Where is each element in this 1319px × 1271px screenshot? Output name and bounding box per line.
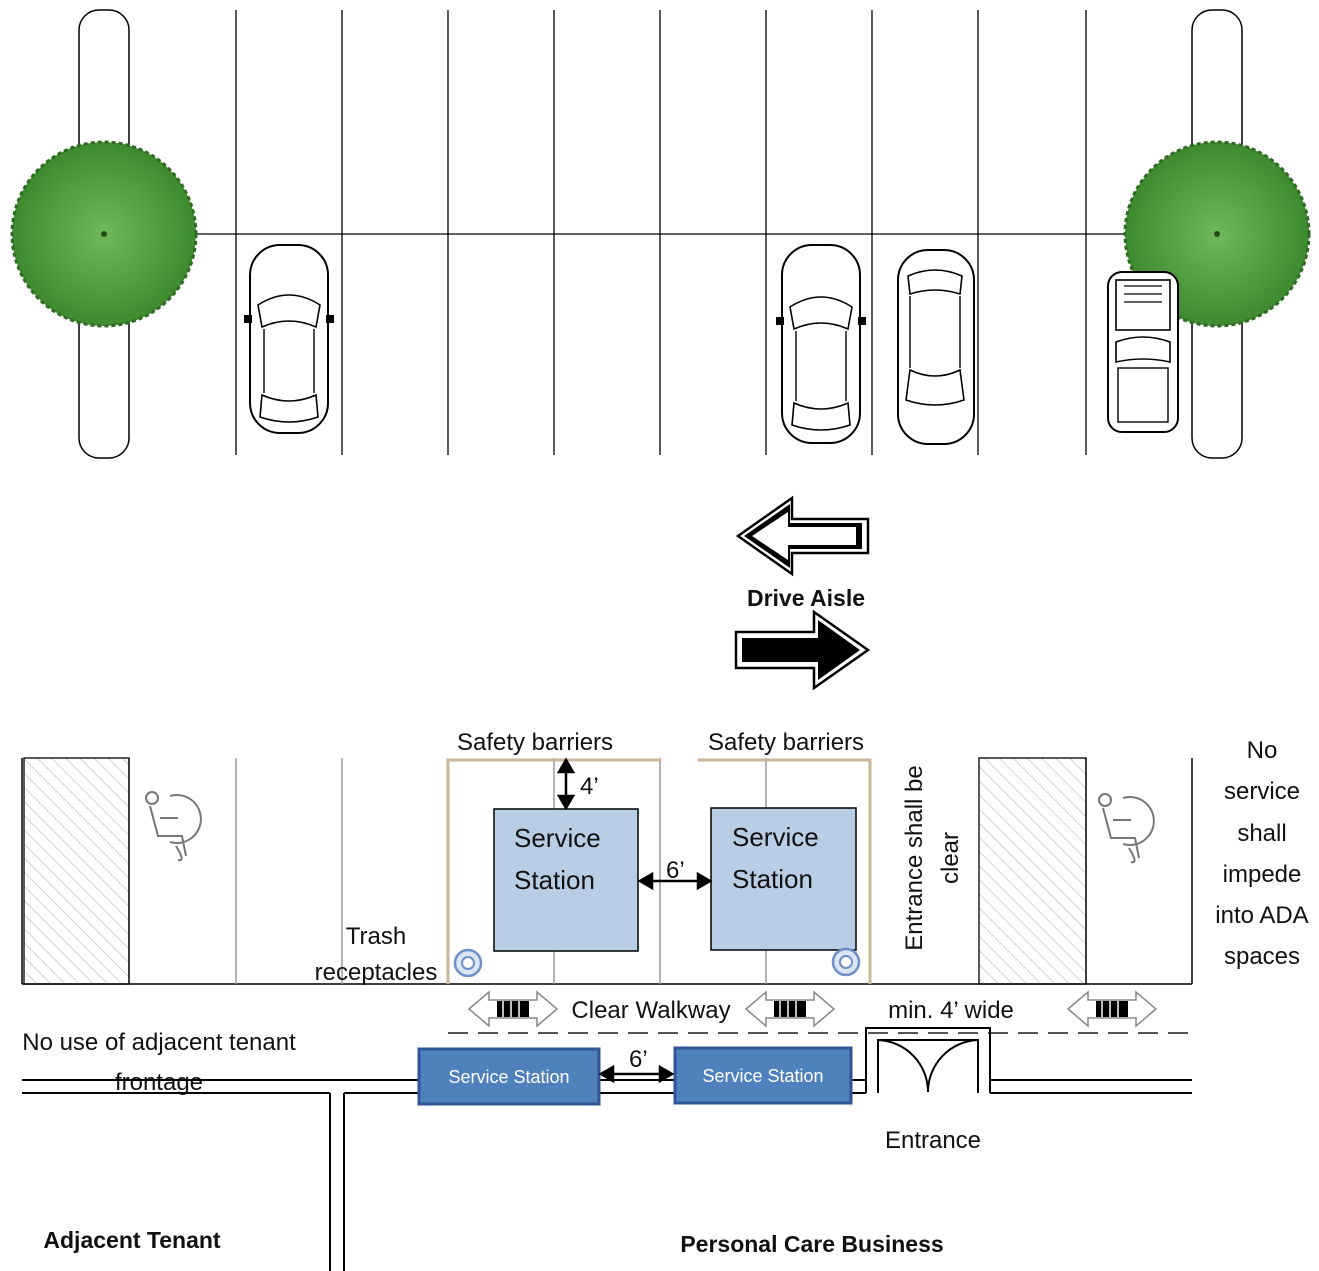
station-label-line2: Station [732, 864, 813, 894]
arrow-right-icon [734, 609, 871, 691]
entrance-label: Entrance [885, 1127, 981, 1154]
stall-dividers [235, 10, 1087, 455]
ada-note-line: No [1247, 737, 1278, 764]
entrance-note-line2: clear [937, 832, 964, 884]
car-icon [897, 249, 975, 445]
entrance-doors-icon [877, 1039, 979, 1093]
double-arrow-icon [744, 990, 836, 1028]
ada-note-line: spaces [1224, 943, 1300, 970]
service-station-upper-1: Service Station [493, 808, 639, 952]
car-icon [244, 244, 334, 434]
trash-receptacle-icon [831, 947, 861, 977]
station-label: Service Station [448, 1067, 569, 1087]
entrance-note-line1: Entrance shall be [901, 765, 928, 950]
station-gap-dimension-lower: 6’ [629, 1046, 648, 1073]
safety-barriers-label-right: Safety barriers [708, 729, 864, 756]
ada-note-line: shall [1237, 820, 1286, 847]
ada-note-line: impede [1223, 861, 1302, 888]
service-station-lower-1: Service Station [417, 1047, 601, 1106]
walkway: Clear Walkway min. 4’ wide [448, 990, 1192, 1034]
walkway-label: Clear Walkway [571, 997, 730, 1024]
station-label-line1: Service [514, 823, 601, 853]
adjacent-note-line2: frontage [115, 1069, 203, 1096]
car-icon [776, 244, 866, 444]
station-label-line2: Station [514, 865, 595, 895]
truck-icon [1107, 271, 1179, 433]
adjacent-tenant-label: Adjacent Tenant [43, 1227, 221, 1253]
barrier-clearance-dimension: 4’ [580, 773, 599, 800]
station-label: Service Station [702, 1066, 823, 1086]
wheelchair-icon [145, 791, 202, 862]
dimension-arrow-horizontal [637, 871, 713, 891]
station-label-line1: Service [732, 822, 819, 852]
ada-note: No service shall impede into ADA spaces [1215, 737, 1308, 970]
trash-label-line1: Trash [346, 923, 406, 950]
drive-aisle: Drive Aisle [734, 495, 871, 691]
walkway-width-note: min. 4’ wide [888, 997, 1014, 1024]
double-arrow-icon [467, 990, 559, 1028]
wheelchair-icon [1098, 793, 1155, 864]
ada-note-line: service [1224, 778, 1300, 805]
trash-label-line2: receptacles [315, 959, 438, 986]
top-parking-lot [10, 9, 1311, 459]
ada-access-aisle-left [23, 757, 130, 985]
dimension-arrow-horizontal [598, 1064, 675, 1084]
ada-access-aisle-right [978, 757, 1087, 985]
service-station-upper-2: Service Station [710, 807, 857, 951]
dimension-arrow-vertical [556, 757, 576, 811]
personal-care-business-label: Personal Care Business [680, 1231, 943, 1257]
safety-barrier-left [446, 758, 661, 984]
ada-note-line: into ADA [1215, 902, 1308, 929]
drive-aisle-label: Drive Aisle [747, 585, 865, 611]
safety-barriers-label-left: Safety barriers [457, 729, 613, 756]
trash-receptacle-icon [453, 948, 483, 978]
station-gap-dimension-upper: 6’ [666, 857, 685, 884]
left-tree-icon [10, 140, 198, 328]
service-station-lower-2: Service Station [673, 1046, 853, 1105]
bottom-parking-lot: Safety barriers Safety barriers 4’ Servi… [21, 729, 1193, 986]
double-arrow-icon [1066, 990, 1158, 1028]
adjacent-note-line1: No use of adjacent tenant [22, 1029, 296, 1056]
safety-barrier-right [698, 758, 872, 984]
arrow-left-icon [735, 495, 870, 577]
